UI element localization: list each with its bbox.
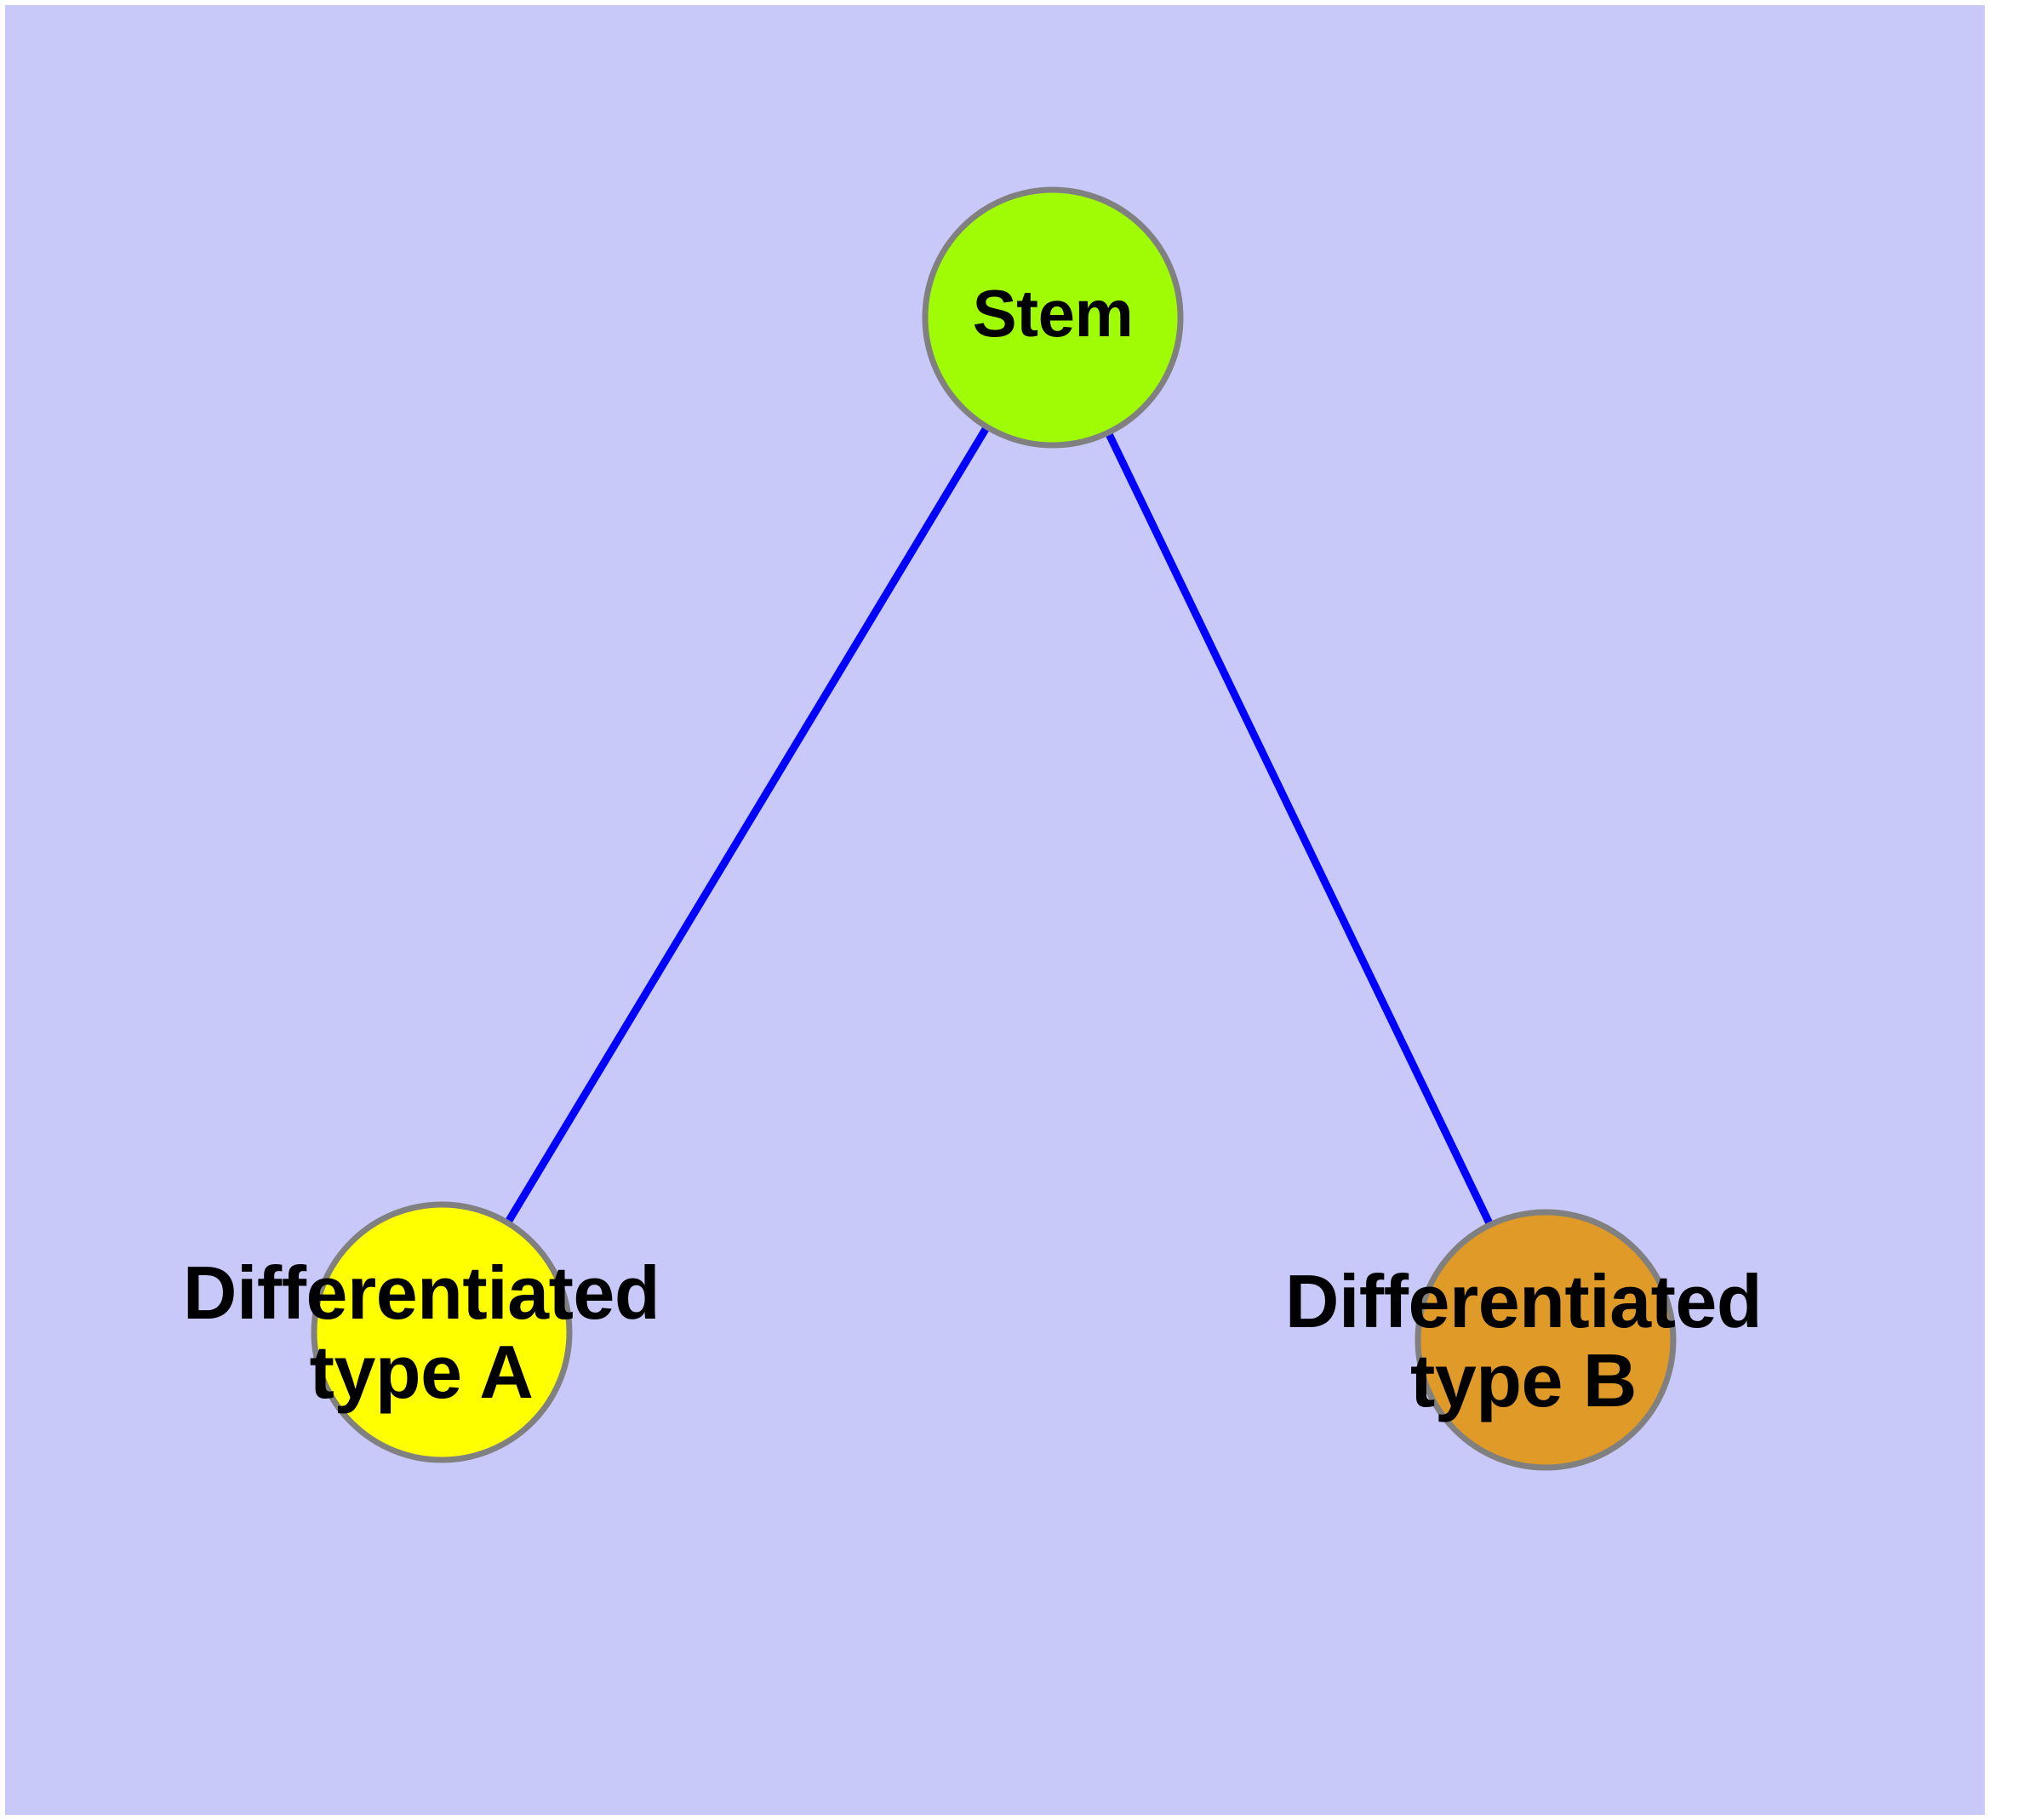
- edge-stem-to-differentiated-type-a: [503, 423, 992, 1227]
- edge-stem-to-differentiated-type-b: [1104, 429, 1495, 1228]
- node-stem-circle[interactable]: [922, 186, 1184, 449]
- node-layer: [311, 186, 1677, 1471]
- edge-layer: [503, 423, 1495, 1228]
- node-differentiated-type-a-circle[interactable]: [311, 1201, 573, 1463]
- node-differentiated-type-b-circle[interactable]: [1415, 1209, 1677, 1471]
